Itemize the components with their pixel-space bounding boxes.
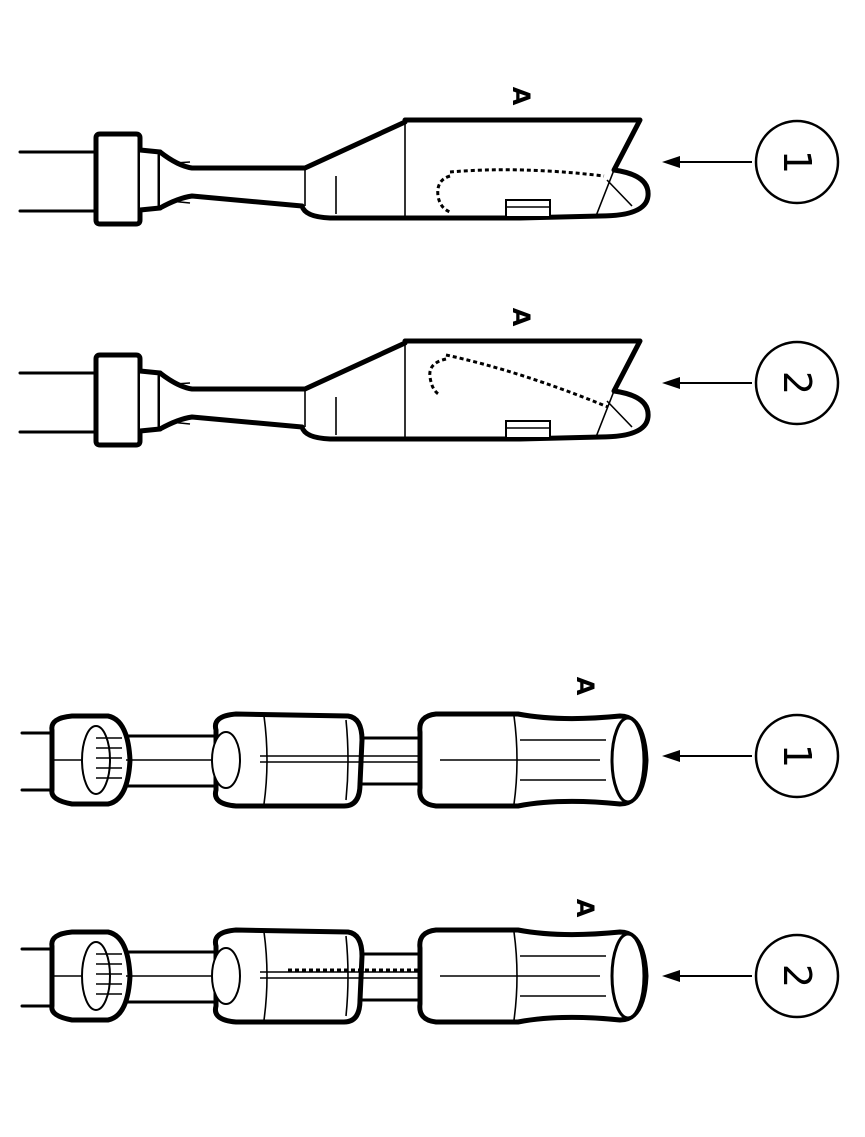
callout-number-bottom-1: 1 xyxy=(775,744,819,768)
label-a-bottom-1: A xyxy=(571,677,599,696)
label-a-top-2: A xyxy=(507,308,535,327)
flat-terminal-2: A 2 xyxy=(20,308,840,445)
round-terminal-1: A 1 xyxy=(22,677,840,806)
callout-number-top-2: 2 xyxy=(775,371,819,395)
round-terminal-2: A 2 xyxy=(22,899,840,1022)
label-a-bottom-2: A xyxy=(571,899,599,918)
callout-number-top-1: 1 xyxy=(775,150,819,174)
callout-number-bottom-2: 2 xyxy=(775,964,819,988)
label-a-top-1: A xyxy=(507,87,535,106)
flat-terminal-1: A 1 xyxy=(20,87,840,224)
